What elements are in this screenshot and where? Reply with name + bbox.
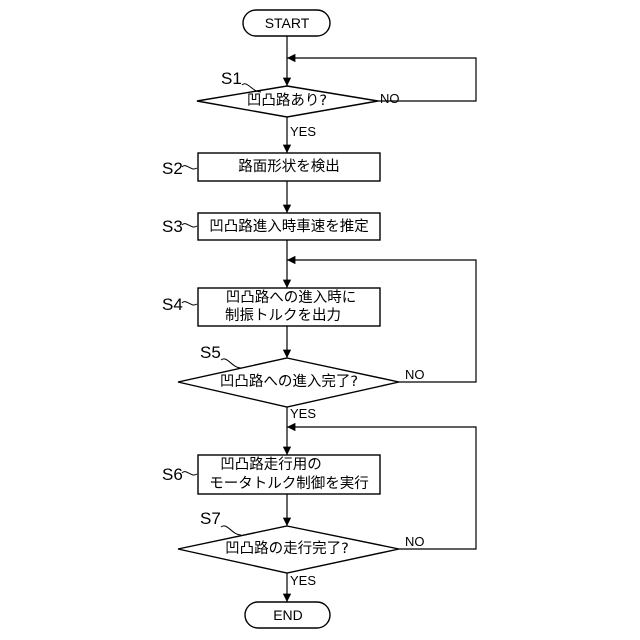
s5-no-label: NO: [405, 367, 425, 382]
s1-step-tag: S1: [221, 69, 242, 88]
end-label: END: [273, 607, 303, 623]
s7-step-tag: S7: [200, 509, 221, 528]
step-s2-process: 路面形状を検出 S2: [162, 153, 380, 181]
s4-text-line-2: 制振トルクを出力: [225, 307, 341, 324]
s7-no-label: NO: [405, 534, 425, 549]
s6-text-line-2: モータトルク制御を実行: [209, 475, 369, 492]
s6-text-line-1: 凹凸路走行用の: [220, 456, 322, 473]
step-s5-decision: 凹凸路への進入完了? S5 NO YES: [178, 343, 425, 421]
end-terminal: END: [245, 602, 330, 628]
s4-text-line-1: 凹凸路への進入時に: [226, 289, 357, 306]
s7-yes-label: YES: [290, 573, 316, 588]
step-s4-process: 凹凸路への進入時に 制振トルクを出力 S4: [162, 288, 380, 326]
s4-tag-leader: [182, 302, 197, 305]
s3-text: 凹凸路進入時車速を推定: [209, 218, 369, 235]
start-terminal: START: [243, 10, 330, 36]
s5-step-tag: S5: [200, 343, 221, 362]
s5-tag-leader: [221, 359, 241, 368]
step-s6-process: 凹凸路走行用の モータトルク制御を実行 S6: [162, 455, 380, 494]
start-label: START: [265, 15, 310, 31]
s1-text: 凹凸路あり?: [247, 92, 327, 109]
s2-tag-leader: [182, 166, 197, 169]
s5-yes-label: YES: [290, 406, 316, 421]
s7-tag-leader: [221, 526, 241, 535]
s1-no-label: NO: [380, 91, 400, 106]
step-s3-process: 凹凸路進入時車速を推定 S3: [162, 213, 380, 240]
s3-tag-leader: [182, 224, 197, 227]
s6-tag-leader: [182, 472, 197, 475]
s6-step-tag: S6: [162, 465, 183, 484]
s2-text: 路面形状を検出: [238, 158, 340, 175]
s2-step-tag: S2: [162, 159, 183, 178]
step-s7-decision: 凹凸路の走行完了? S7 NO YES: [178, 509, 425, 588]
s5-text: 凹凸路への進入完了?: [220, 373, 358, 390]
s3-step-tag: S3: [162, 217, 183, 236]
s7-text: 凹凸路の走行完了?: [225, 540, 349, 557]
s1-yes-label: YES: [290, 124, 316, 139]
s4-step-tag: S4: [162, 295, 183, 314]
step-s1-decision: 凹凸路あり? S1 NO YES: [197, 69, 400, 139]
